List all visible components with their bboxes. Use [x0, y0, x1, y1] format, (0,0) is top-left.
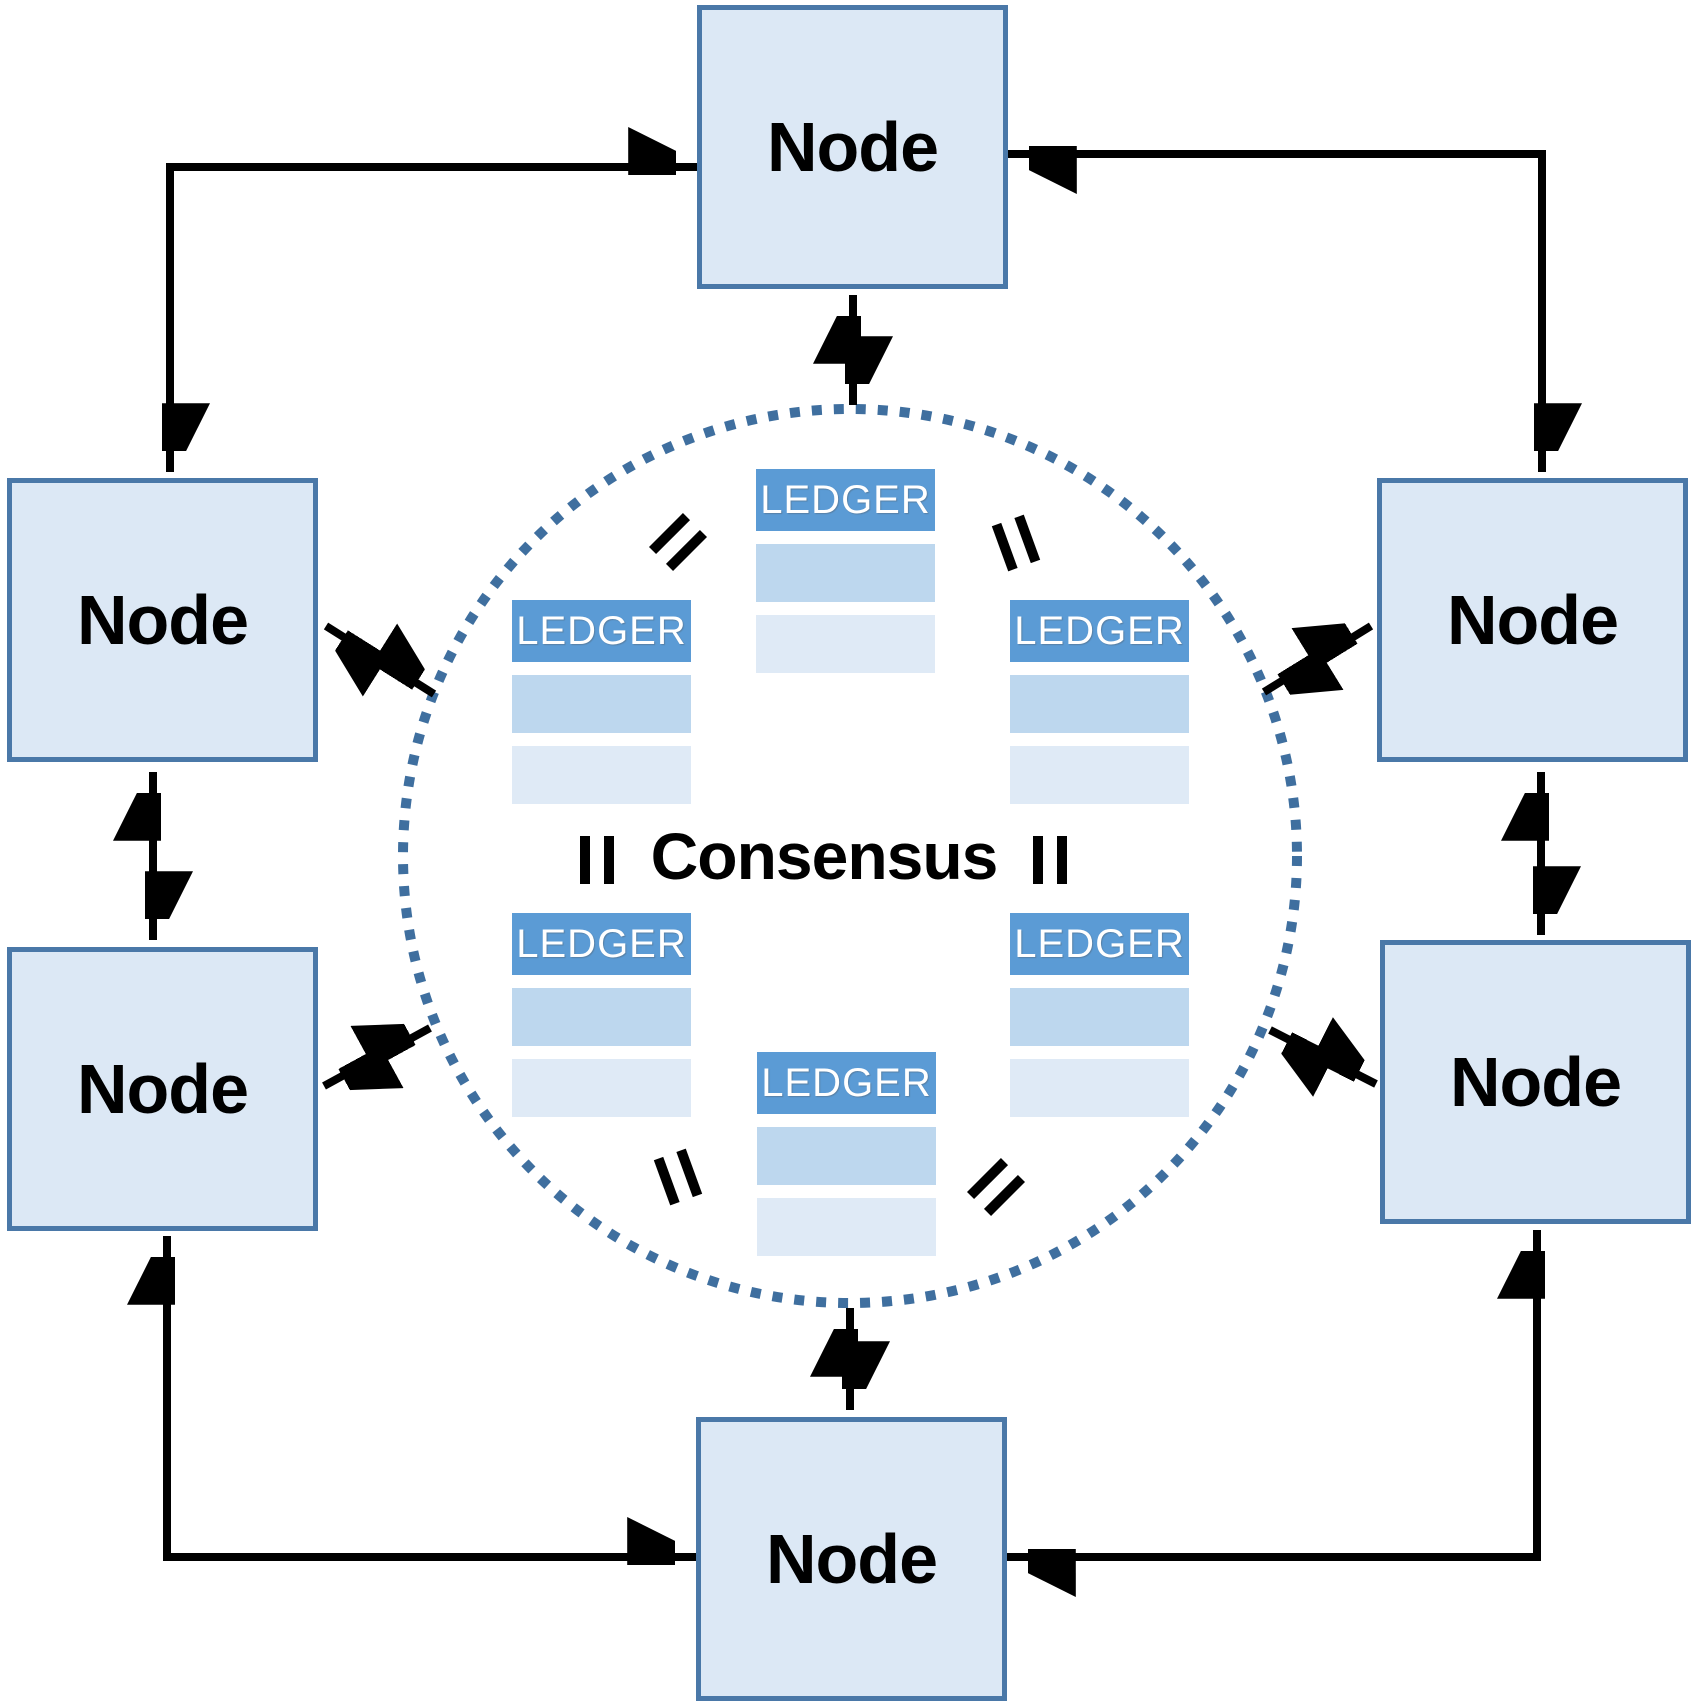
arrow-left-upper-node-to-circle	[326, 622, 434, 698]
ledger-header: LEDGER	[512, 913, 691, 975]
ledger-row	[1010, 988, 1189, 1046]
node-label: Node	[1447, 581, 1619, 659]
node-box-left-upper: Node	[7, 478, 318, 762]
ledger-row	[512, 1059, 691, 1117]
consensus-label: Consensus	[650, 819, 999, 893]
ledger-row	[1010, 746, 1189, 804]
ledger-header: LEDGER	[512, 600, 691, 662]
ledger-row	[1010, 1059, 1189, 1117]
node-label: Node	[766, 1520, 938, 1598]
consensus-circle	[398, 404, 1302, 1308]
ledger-row	[756, 544, 935, 602]
node-label: Node	[767, 108, 939, 186]
node-box-top: Node	[697, 5, 1008, 289]
ledger-header: LEDGER	[1010, 600, 1189, 662]
node-box-right-lower: Node	[1380, 940, 1691, 1224]
ledger-row	[512, 988, 691, 1046]
ledger-row	[1010, 675, 1189, 733]
node-label: Node	[77, 1050, 249, 1128]
node-label: Node	[77, 581, 249, 659]
ledger-table-low-left: LEDGER	[512, 913, 691, 1117]
ledger-table-low-right: LEDGER	[1010, 913, 1189, 1117]
arrow-top-right-elbow	[1008, 154, 1542, 472]
ledger-header: LEDGER	[757, 1052, 936, 1114]
arrow-right-lower-node-to-circle	[1268, 1030, 1378, 1084]
ledger-row	[756, 615, 935, 673]
ledger-header: LEDGER	[1010, 913, 1189, 975]
node-box-right-upper: Node	[1377, 478, 1688, 762]
equals-icon-mid-right	[1033, 836, 1067, 884]
ledger-row	[512, 746, 691, 804]
arrow-bottom-right-elbow	[1007, 1230, 1537, 1557]
ledger-row	[757, 1198, 936, 1256]
ledger-table-bottom-center: LEDGER	[757, 1052, 936, 1256]
ledger-table-mid-right: LEDGER	[1010, 600, 1189, 804]
node-label: Node	[1450, 1043, 1622, 1121]
node-box-bottom: Node	[696, 1417, 1007, 1701]
arrow-right-upper-node-to-circle	[1261, 626, 1374, 692]
equals-icon-mid-left	[580, 836, 614, 884]
ledger-row	[512, 675, 691, 733]
node-box-left-lower: Node	[7, 947, 318, 1231]
arrow-left-lower-node-to-circle	[322, 1028, 432, 1086]
ledger-header: LEDGER	[756, 469, 935, 531]
arrow-top-left-elbow	[170, 167, 697, 472]
ledger-table-top-center: LEDGER	[756, 469, 935, 673]
arrow-bottom-left-elbow	[167, 1236, 696, 1557]
ledger-table-mid-left: LEDGER	[512, 600, 691, 804]
ledger-row	[757, 1127, 936, 1185]
